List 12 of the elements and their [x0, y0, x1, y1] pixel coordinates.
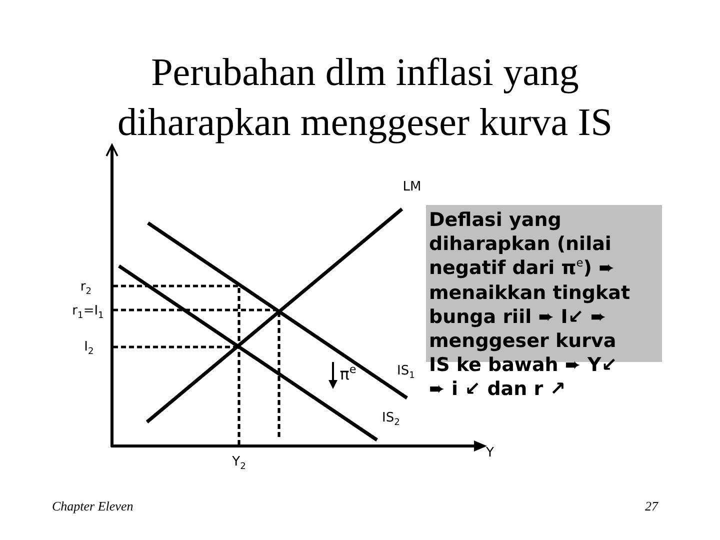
axis-label: Y — [486, 446, 494, 460]
axis-tick-label: r$_{1}$=I$_{1}$ — [72, 304, 104, 318]
curve-label: LM — [402, 180, 422, 194]
page-number: 27 — [645, 498, 658, 514]
axis-tick-label: r$_{2}$ — [80, 280, 92, 294]
axis-tick-label: Y$_{2}$ — [232, 454, 246, 470]
shift-label: π$^{e}$ — [340, 366, 356, 382]
footer-text: Chapter Eleven — [52, 498, 134, 514]
slide-title: Perubahan dlm inflasi yang diharapkan menggeser kurva IS — [116, 50, 614, 146]
axis-tick-label: I$_{2}$ — [84, 340, 94, 354]
curve-label: IS$_{1}$ — [397, 364, 415, 378]
curve-label: IS$_{2}$ — [382, 410, 400, 426]
